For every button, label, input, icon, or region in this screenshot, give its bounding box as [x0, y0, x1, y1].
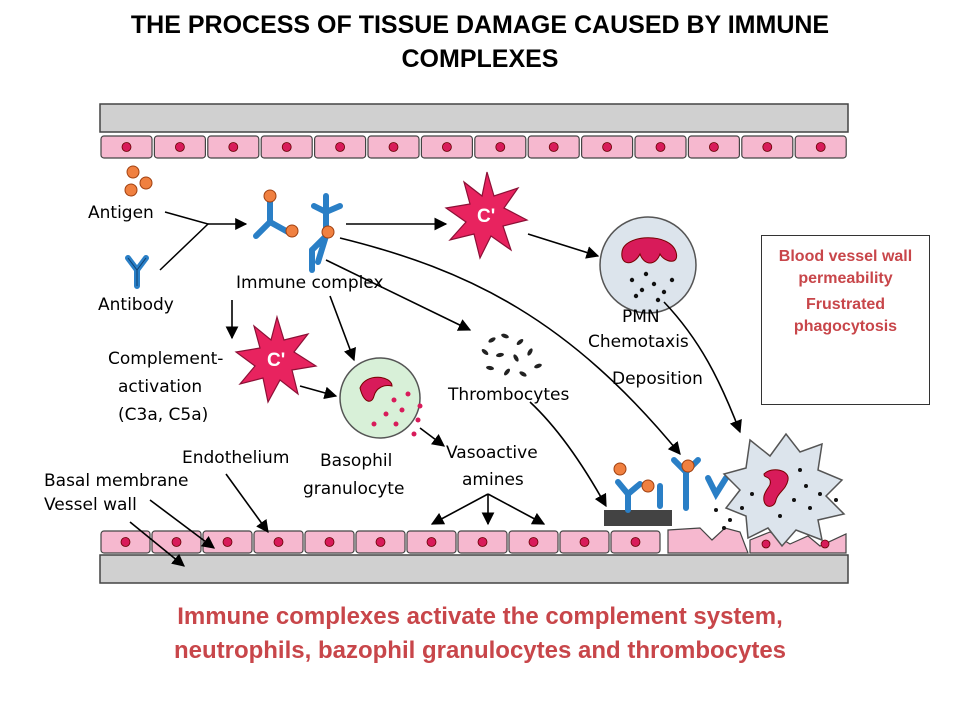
immune-complex-label: Immune complex [236, 273, 384, 293]
top-vessel-wall [99, 103, 849, 133]
vasoactive-label-1: Vasoactive [446, 443, 538, 463]
antigen-particle [139, 176, 153, 190]
merge-line [159, 211, 210, 271]
cell-nucleus [762, 142, 773, 152]
vessel-wall-label: Vessel wall [44, 495, 137, 515]
vasoactive-label-2: amines [462, 470, 524, 490]
arrow [129, 521, 185, 567]
chemotaxis-label: Chemotaxis [588, 332, 689, 352]
cell-nucleus [335, 142, 346, 152]
top-endothelial-cells [100, 135, 847, 159]
flow-arrows [129, 217, 742, 567]
antibody-icon [128, 258, 146, 286]
complement-burst-icon [234, 314, 318, 404]
cell-nucleus [228, 142, 239, 152]
phagocyte-nucleus [763, 469, 789, 507]
arrow [487, 493, 546, 525]
deposited-complexes [604, 457, 729, 526]
bottom-endothelial-cells [100, 530, 661, 554]
basophil-label-1: Basophil [320, 451, 392, 471]
cell-nucleus [174, 142, 185, 152]
damaged-endothelium [667, 527, 749, 554]
basophil-nucleus [359, 376, 393, 402]
caption-line-1: Immune complexes activate the complement… [177, 603, 783, 630]
phagocyte-granules [714, 468, 838, 530]
cell-nucleus [602, 142, 612, 152]
pmn-nucleus [621, 237, 678, 264]
bottom-vessel-wall [99, 554, 849, 584]
cell-nucleus [709, 142, 719, 152]
cell-nucleus [630, 537, 641, 547]
cell-nucleus [120, 537, 131, 547]
immune-complex-icon [253, 189, 343, 273]
cell-nucleus [171, 537, 182, 547]
arrow [225, 473, 269, 534]
title-line-2: COMPLEXES [401, 45, 559, 73]
complement-activation-line1: Complement- [108, 349, 223, 369]
caption: Immune complexes activate the complement… [20, 600, 940, 668]
cell-nucleus [815, 142, 826, 152]
cell-nucleus [441, 142, 452, 152]
complement-burst-icon [444, 171, 529, 260]
arrow [527, 233, 600, 259]
pmn-cell-icon [599, 216, 697, 314]
arrow [339, 237, 681, 455]
side-note-permeability: Blood vessel wall permeability [778, 248, 913, 287]
cell-nucleus [273, 537, 284, 547]
arrow [149, 499, 216, 549]
cell-nucleus [528, 537, 539, 547]
complement-label-2: C' [267, 350, 285, 371]
antigen-particle [126, 165, 140, 179]
deposition-label: Deposition [612, 369, 703, 389]
frustrated-phagocyte-icon [722, 432, 846, 548]
cell-nucleus [281, 142, 292, 152]
cell-nucleus [121, 142, 132, 152]
complement-activation-line2: activation [118, 377, 202, 397]
caption-line-2: neutrophils, bazophil granulocytes and t… [173, 637, 787, 664]
cell-nucleus [375, 537, 386, 547]
basophil-cell-icon [339, 357, 421, 439]
complement-activation-line3: (C3a, C5a) [118, 405, 208, 425]
antibody-label: Antibody [98, 295, 174, 315]
arrow [430, 493, 489, 525]
arrow [329, 295, 356, 362]
arrow [419, 427, 446, 447]
endothelium-label: Endothelium [182, 448, 289, 468]
side-note-box: Blood vessel wall permeability Frustrate… [761, 235, 930, 405]
nucleus [820, 539, 830, 549]
complement-label-1: C' [477, 206, 495, 227]
cell-nucleus [548, 142, 559, 152]
nucleus [761, 539, 771, 549]
pmn-granules [629, 271, 675, 303]
basophil-granules [371, 391, 423, 437]
cell-nucleus [495, 142, 506, 152]
thrombocyte-cluster-icon [481, 333, 542, 377]
cell-nucleus [579, 537, 590, 547]
thrombocytes-label: Thrombocytes [447, 385, 569, 405]
page-title: THE PROCESS OF TISSUE DAMAGE CAUSED BY I… [40, 8, 920, 76]
cell-nucleus [324, 537, 335, 547]
basophil-label-2: granulocyte [303, 479, 404, 499]
basal-membrane-label: Basal membrane [44, 471, 189, 491]
cell-nucleus [426, 537, 437, 547]
arrow [325, 259, 472, 331]
side-note-phagocytosis: Frustrated phagocytosis [793, 296, 898, 335]
arrow [663, 301, 742, 434]
title-line-1: THE PROCESS OF TISSUE DAMAGE CAUSED BY I… [130, 11, 830, 39]
cell-nucleus [477, 537, 488, 547]
arrow [299, 385, 338, 400]
antigen-particle [124, 183, 138, 197]
cell-nucleus [655, 142, 666, 152]
cell-nucleus [388, 142, 399, 152]
cell-nucleus [222, 537, 233, 547]
antigen-label: Antigen [88, 203, 154, 223]
arrow [529, 401, 607, 508]
pmn-label: PMN [622, 307, 660, 327]
